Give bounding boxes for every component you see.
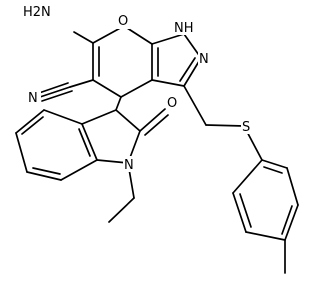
- bond-c3aprime-c3prime: [81, 109, 117, 125]
- bond-cn-triple-1: [39, 86, 71, 98]
- sulfur-label: S: [242, 120, 250, 135]
- bond-cn-triple-2: [38, 82, 69, 94]
- bond-tol-2: [232, 192, 247, 233]
- bond-cn-triple-3: [41, 90, 73, 102]
- bond-tol-1: [232, 159, 263, 194]
- bond-ch2-s: [205, 124, 245, 127]
- bond-benz-4: [26, 171, 62, 181]
- molecule-diagram: H2N O NH N N O S N: [15, 3, 299, 274]
- bond-c2prime-o-double: [144, 114, 169, 136]
- bond-benz-1: [43, 109, 83, 125]
- bond-tol-double-1: [239, 193, 252, 228]
- bond-c4-c3prime: [115, 96, 122, 111]
- pyrazole-nh-label: NH: [174, 21, 194, 36]
- bond-c7a-n1: [151, 33, 185, 45]
- bond-benz-double-3: [78, 128, 91, 157]
- bond-tol-4: [284, 204, 299, 241]
- bond-benz-double-1: [21, 116, 44, 135]
- bond-benz-5: [60, 159, 98, 181]
- bond-tol-5: [286, 167, 299, 206]
- bond-c5-cn: [69, 79, 94, 88]
- bond-tol-6: [261, 159, 288, 169]
- bond-benz-2: [15, 109, 45, 134]
- pyran-oxygen-label: O: [118, 14, 128, 29]
- nitrile-n-label: N: [28, 91, 38, 106]
- bond-c6-nh2: [73, 31, 94, 44]
- bond-c2prime-o: [139, 108, 166, 132]
- bond-c3prime-c2prime: [115, 109, 141, 132]
- bond-tol-3: [245, 231, 286, 241]
- bond-benz-double-2: [32, 167, 61, 175]
- bond-c3a-c4: [120, 79, 153, 98]
- indoline-n-label: N: [124, 158, 134, 173]
- bond-ch2-ch3: [108, 197, 135, 223]
- bond-n-c7aprime: [96, 159, 129, 164]
- bond-c7aprime-c3aprime: [81, 123, 98, 161]
- bond-n2-c3-double: [179, 57, 196, 82]
- bond-tol-double-3: [263, 166, 283, 174]
- carbonyl-oxygen-label: O: [167, 96, 177, 111]
- bond-benz-3: [15, 132, 28, 173]
- amino-label: H2N: [23, 5, 51, 20]
- bond-c3-c3a: [151, 79, 185, 87]
- pyrazole-n-label: N: [199, 52, 209, 67]
- bond-c3-ch2: [183, 85, 207, 126]
- bond-tol-double-2: [281, 205, 293, 235]
- bond-c4-c5: [92, 79, 122, 98]
